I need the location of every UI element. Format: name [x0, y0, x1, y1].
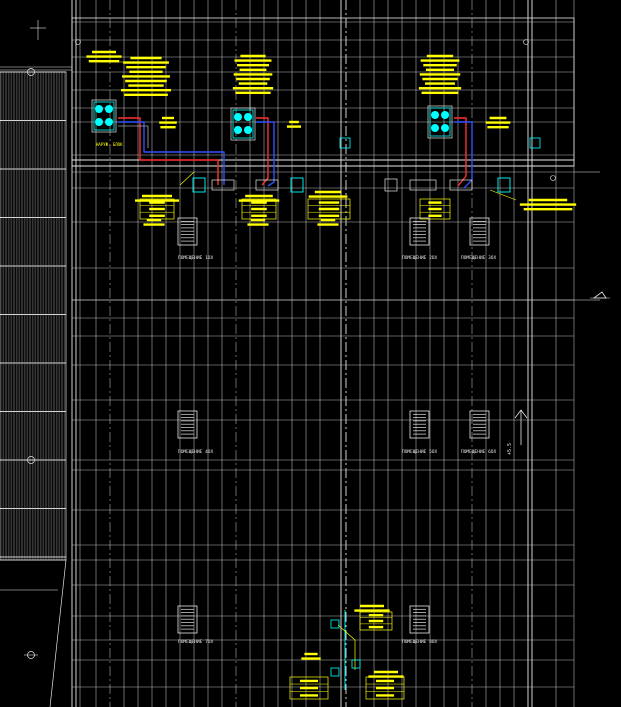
indoor-unit-icon — [91, 99, 117, 133]
grid-marker-icon — [523, 39, 529, 45]
vent-grille-icon — [409, 410, 430, 439]
outlet-box — [409, 179, 437, 191]
indoor-unit-icon — [427, 105, 453, 139]
leader-line — [179, 171, 195, 186]
facade-taper — [0, 559, 67, 707]
level-triangle-icon — [590, 291, 610, 299]
level-mark: +5.5 — [507, 443, 513, 455]
vent-grille-icon — [469, 217, 490, 246]
refrigerant-pipe — [118, 125, 149, 148]
note-box — [419, 198, 451, 220]
fan-icon — [234, 113, 242, 121]
connection-box — [211, 179, 235, 191]
vent-grille-icon — [177, 605, 198, 634]
fan-icon — [244, 126, 252, 134]
vent-grilles — [177, 217, 490, 634]
room-label: ПОМЕЩЕНИЕ 7ОХ — [178, 639, 214, 645]
refrigerant-pipe — [256, 117, 269, 186]
refrigerant-pipe — [454, 117, 467, 187]
connection-box — [255, 179, 279, 191]
outdoor-unit-label: НАРУЖ. БЛОК — [96, 142, 123, 147]
indoor-unit-frame — [429, 107, 451, 137]
sensor-icon — [529, 137, 541, 149]
refrigerant-pipe — [454, 121, 473, 189]
vent-grille-icon — [177, 410, 198, 439]
vent-grille-icon — [177, 217, 198, 246]
fan-icon — [431, 124, 439, 132]
north-arrow-icon — [514, 409, 528, 445]
note-box — [289, 676, 329, 700]
indoor-unit-frame — [93, 101, 115, 131]
fan-icon — [441, 111, 449, 119]
note-box — [359, 611, 393, 631]
fan-icon — [441, 124, 449, 132]
room-label: ПОМЕЩЕНИЕ 1ОХ — [178, 255, 214, 261]
outlet-box — [384, 178, 398, 192]
cassette-icon — [330, 619, 340, 629]
fan-icon — [95, 105, 103, 113]
refrigerant-pipe — [256, 121, 275, 187]
room-label: ПОМЕЩЕНИЕ 4ОХ — [178, 449, 214, 455]
roof-outline — [71, 17, 575, 167]
grid-marker-icon — [550, 175, 556, 181]
room-label: ПОМЕЩЕНИЕ 8ОХ — [402, 639, 438, 645]
refrigerant-pipe — [118, 121, 225, 185]
fan-icon — [431, 111, 439, 119]
vent-grille-icon — [409, 605, 430, 634]
connection-box — [449, 179, 473, 191]
fan-icon — [244, 113, 252, 121]
fan-icon — [105, 105, 113, 113]
cassette-icon — [290, 177, 304, 193]
indoor-unit-frame — [232, 109, 254, 139]
room-label: ПОМЕЩЕНИЕ 6ОХ — [461, 449, 497, 455]
sensor-icon — [339, 137, 351, 149]
room-label: ПОМЕЩЕНИЕ 2ОХ — [402, 255, 438, 261]
cassette-icon — [351, 659, 361, 669]
vent-grille-icon — [469, 410, 490, 439]
indoor-unit-icon — [230, 107, 256, 141]
room-labels: ПОМЕЩЕНИЕ 1ОХ ПОМЕЩЕНИЕ 2ОХ ПОМЕЩЕНИЕ 3О… — [178, 255, 497, 645]
refrigerant-pipe — [118, 117, 219, 185]
room-label: ПОМЕЩЕНИЕ 3ОХ — [461, 255, 497, 261]
yellow-annotations — [86, 50, 577, 700]
hvac-layout — [91, 90, 541, 690]
left-facade-panel — [0, 68, 67, 707]
cassette-icon — [330, 667, 340, 677]
fan-icon — [234, 126, 242, 134]
room-label: ПОМЕЩЕНИЕ 5ОХ — [402, 449, 438, 455]
vent-grille-icon — [409, 217, 430, 246]
cassette-icon — [497, 177, 511, 193]
fan-icon — [105, 118, 113, 126]
leader-line — [489, 189, 517, 201]
grid-marker-icon — [75, 39, 81, 45]
cassette-icon — [192, 177, 206, 193]
fan-icon — [95, 118, 103, 126]
roof-band — [0, 17, 600, 181]
